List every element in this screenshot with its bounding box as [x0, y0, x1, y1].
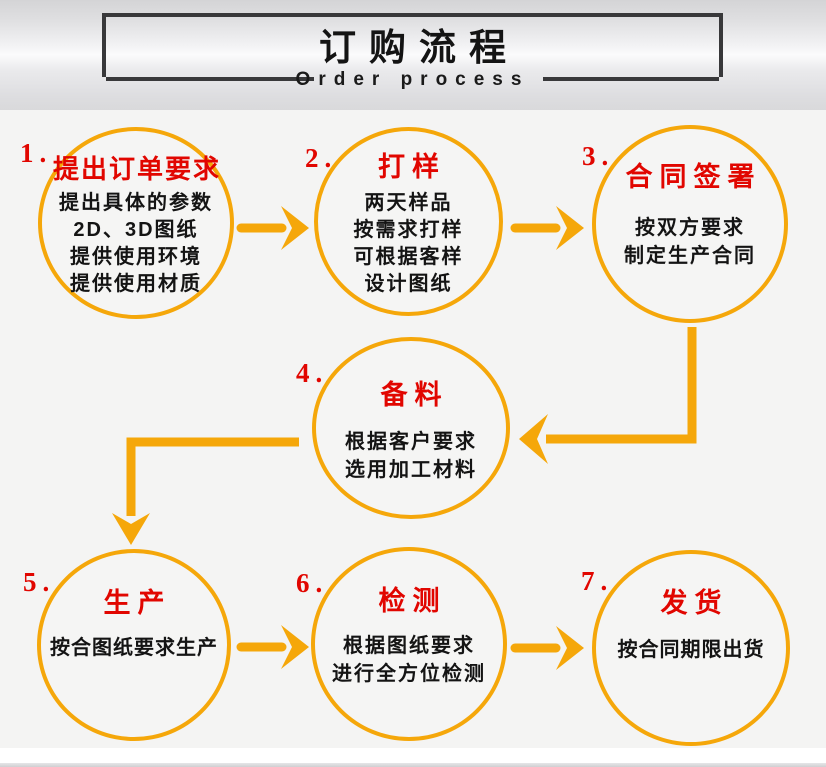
page-title: 订购流程: [319, 27, 519, 68]
title-box: 订购流程 Order process: [102, 13, 723, 90]
step-1-line: 提供使用环境: [70, 245, 202, 268]
step-7: 7. 发货 按合同期限出货: [581, 550, 790, 746]
arrow-step3-to-step4: [519, 327, 697, 464]
step-5-number: 5.: [23, 567, 56, 597]
header-band: 订购流程 Order process: [0, 0, 826, 110]
step-7-line: 按合同期限出货: [617, 638, 765, 661]
step-6-line: 进行全方位检测: [332, 662, 486, 685]
step-6-number: 6.: [296, 568, 329, 598]
step-4-number: 4.: [296, 358, 329, 388]
step-3-number: 3.: [582, 141, 615, 171]
arrow-step2-to-step3: [510, 206, 584, 250]
step-1-number: 1.: [20, 138, 53, 168]
title-box-bottom-border-right: [543, 77, 719, 81]
arrow-step5-to-step6: [236, 625, 309, 669]
step-2-line: 按需求打样: [353, 219, 464, 241]
step-1-line: 提出具体的参数: [59, 191, 213, 214]
step-5: 5. 生产 按合图纸要求生产: [23, 549, 231, 741]
step-6-title: 检测: [378, 585, 447, 616]
step-2-line: 可根据客样: [353, 246, 464, 268]
step-3-line: 按双方要求: [635, 216, 745, 239]
step-4-line: 根据客户要求: [345, 430, 477, 453]
step-4-line: 选用加工材料: [345, 458, 477, 481]
title-box-bottom-border-left: [106, 77, 314, 81]
step-3-circle: 合同签署 按双方要求 制定生产合同: [592, 125, 788, 323]
step-3-line: 制定生产合同: [624, 244, 756, 267]
arrow-step1-to-step2: [236, 206, 309, 250]
footer-gray-strip: [0, 763, 826, 767]
step-1-line: 提供使用材质: [70, 272, 202, 295]
step-2-line: 设计图纸: [364, 273, 453, 295]
step-1-line: 2D、3D图纸: [73, 218, 199, 241]
step-5-circle: 生产 按合图纸要求生产: [37, 549, 231, 741]
step-5-line: 按合图纸要求生产: [50, 636, 218, 659]
footer-white-strip: [0, 748, 826, 763]
step-6: 6. 检测 根据图纸要求 进行全方位检测: [296, 547, 507, 741]
step-2-number: 2.: [305, 143, 338, 173]
arrow-step4-to-step5: [112, 437, 299, 545]
step-2-circle: 打样 两天样品 按需求打样 可根据客样 设计图纸: [314, 127, 503, 316]
arrow-step6-to-step7: [510, 626, 584, 670]
step-1-circle: 提出订单要求 提出具体的参数 2D、3D图纸 提供使用环境 提供使用材质: [38, 127, 234, 319]
step-3-title: 合同签署: [625, 161, 762, 192]
step-5-title: 生产: [103, 587, 172, 618]
step-4-title: 备料: [380, 379, 449, 410]
page-subtitle: Order process: [295, 69, 530, 90]
step-2-title: 打样: [378, 152, 446, 182]
step-3: 3. 合同签署 按双方要求 制定生产合同: [582, 125, 788, 323]
step-1-title: 提出订单要求: [52, 153, 221, 184]
step-2: 2. 打样 两天样品 按需求打样 可根据客样 设计图纸: [305, 127, 503, 316]
step-7-circle: 发货 按合同期限出货: [592, 550, 790, 746]
step-6-circle: 检测 根据图纸要求 进行全方位检测: [311, 547, 507, 741]
step-7-number: 7.: [581, 566, 614, 596]
step-1: 1. 提出订单要求 提出具体的参数 2D、3D图纸 提供使用环境 提供使用材质: [20, 127, 234, 319]
step-4: 4. 备料 根据客户要求 选用加工材料: [296, 337, 510, 519]
step-2-line: 两天样品: [364, 192, 453, 214]
step-4-circle: 备料 根据客户要求 选用加工材料: [312, 337, 510, 519]
step-6-line: 根据图纸要求: [343, 634, 475, 657]
step-7-title: 发货: [660, 587, 729, 618]
